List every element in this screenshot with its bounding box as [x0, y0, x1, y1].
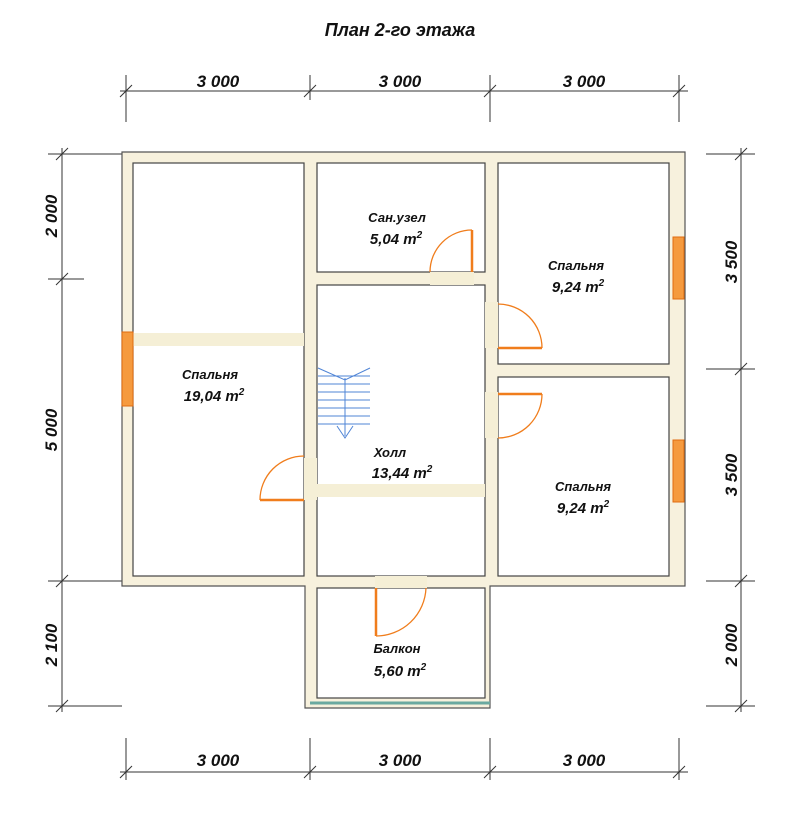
dim-right-3: 2 000 [722, 623, 741, 667]
partition-strip-hall [317, 484, 485, 497]
room-area: 13,44 m [372, 465, 427, 482]
svg-text:5,60 m2: 5,60 m2 [374, 662, 427, 680]
door-opening-left [304, 458, 317, 500]
bathroom-floor [316, 162, 486, 273]
door-opening-bedroom-top [485, 302, 498, 348]
svg-text:9,24 m2: 9,24 m2 [552, 278, 605, 296]
dim-bottom-2: 3 000 [379, 751, 422, 770]
room-area: 5,60 m [374, 663, 421, 680]
door-bedroom-bottom-right [497, 392, 543, 439]
dim-top-1: 3 000 [197, 72, 240, 91]
bedroom-left-floor [132, 162, 305, 577]
dimension-top: 3 000 3 000 3 000 [119, 72, 688, 122]
partition-strip-left [133, 333, 304, 346]
room-area: 9,24 m [552, 279, 599, 296]
svg-text:13,44 m2: 13,44 m2 [372, 464, 433, 482]
door-bedroom-left [259, 455, 305, 502]
room-area: 19,04 m [184, 388, 239, 405]
svg-text:19,04 m2: 19,04 m2 [184, 387, 245, 405]
room-bathroom: Сан.узел 5,04 m2 [368, 210, 426, 248]
area-unit-power: 2 [598, 278, 605, 289]
room-bedroom-left: Спальня 19,04 m2 [182, 367, 245, 405]
area-unit-power: 2 [426, 464, 433, 475]
plan-title: План 2-го этажа [325, 20, 476, 40]
door-balcony [374, 587, 427, 637]
dimension-right: 3 500 3 500 2 000 [706, 147, 755, 713]
dim-bottom-3: 3 000 [563, 751, 606, 770]
bedroom-top-right-floor [497, 162, 670, 365]
room-bedroom-top-right: Спальня 9,24 m2 [548, 258, 605, 296]
room-name: Спальня [548, 258, 604, 273]
dim-top-3: 3 000 [563, 72, 606, 91]
area-unit-power: 2 [603, 499, 610, 510]
room-bedroom-bottom-right: Спальня 9,24 m2 [555, 479, 611, 517]
room-name: Спальня [182, 367, 238, 382]
room-balcony: Балкон 5,60 m2 [373, 641, 426, 680]
dim-left-3: 2 100 [42, 623, 61, 667]
bedroom-bottom-right-floor [497, 376, 670, 577]
room-name: Балкон [373, 641, 420, 656]
window-right-bottom [672, 439, 685, 503]
door-opening-bath [430, 272, 474, 285]
room-area: 9,24 m [557, 500, 604, 517]
door-opening-balcony [375, 576, 427, 588]
hall-floor [316, 284, 486, 577]
door-opening-bedroom-bottom [485, 392, 498, 438]
area-unit-power: 2 [420, 662, 427, 673]
area-unit-power: 2 [416, 230, 423, 241]
area-unit-power: 2 [238, 387, 245, 398]
door-bathroom [429, 229, 474, 273]
room-name: Сан.узел [368, 210, 426, 225]
room-hall: Холл 13,44 m2 [372, 445, 433, 482]
dim-left-2: 5 000 [42, 408, 61, 451]
dim-bottom-1: 3 000 [197, 751, 240, 770]
svg-text:9,24 m2: 9,24 m2 [557, 499, 610, 517]
balcony-floor [316, 587, 486, 699]
dim-left-1: 2 000 [42, 194, 61, 238]
dimension-bottom: 3 000 3 000 3 000 [119, 738, 688, 780]
window-left [121, 331, 134, 407]
svg-text:5,04 m2: 5,04 m2 [370, 230, 423, 248]
stairs-icon [317, 367, 371, 439]
room-name: Спальня [555, 479, 611, 494]
dim-right-2: 3 500 [722, 453, 741, 496]
door-bedroom-top-right [497, 303, 543, 350]
dimension-left: 2 000 5 000 2 100 [42, 147, 122, 713]
room-name: Холл [373, 445, 406, 460]
room-area: 5,04 m [370, 231, 417, 248]
window-right-top [672, 236, 685, 300]
dim-top-2: 3 000 [379, 72, 422, 91]
dim-right-1: 3 500 [722, 240, 741, 283]
